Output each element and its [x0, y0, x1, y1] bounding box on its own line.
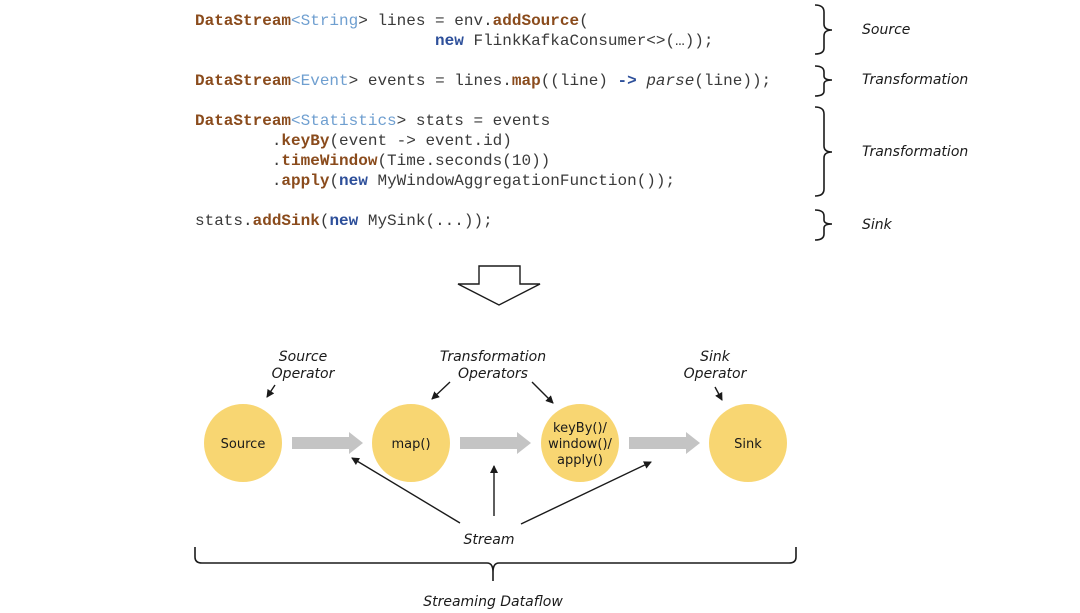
code-line-5: .keyBy(event -> event.id) [195, 132, 512, 150]
node-label-keyby: keyBy()/ [553, 421, 608, 436]
flow-arrows [292, 432, 700, 454]
annotation-source: Source [862, 22, 911, 38]
annotation-transformation-window: Transformation [862, 144, 969, 160]
brace-transformation-window [814, 106, 833, 197]
nodes: Source map() keyBy()/window()/apply() Sink [204, 404, 787, 482]
pointer-transformation-keyby [531, 381, 554, 404]
node-circle-keyby [541, 404, 619, 482]
brace-source [814, 4, 833, 55]
node-keyby: keyBy()/window()/apply() [541, 404, 619, 482]
brace-transformation-map [814, 65, 833, 97]
brace-streaming-dataflow [194, 547, 797, 581]
down-arrow-icon [457, 265, 541, 306]
node-label-source: Source [221, 437, 266, 452]
node-map: map() [372, 404, 450, 482]
stream-arrow-right [520, 461, 652, 525]
node-label-sink: Sink [734, 437, 762, 452]
annotation-transformation-map: Transformation [862, 72, 969, 88]
label-transformation-operators: Transformation Operators [439, 349, 547, 382]
node-circle-map [372, 404, 450, 482]
label-source-operator: Source Operator [271, 349, 335, 382]
braces [814, 4, 833, 241]
code-line-4: DataStream<Statistics> stats = events [195, 112, 551, 130]
node-label-keyby: apply() [557, 453, 603, 468]
label-streaming-dataflow: Streaming Dataflow [423, 594, 563, 610]
code-block: DataStream<String> lines = env.addSource… [195, 0, 771, 230]
node-label-keyby: window()/ [548, 437, 612, 452]
pointer-transformation-map [431, 381, 451, 400]
node-label-map: map() [391, 437, 430, 452]
node-circle-source [204, 404, 282, 482]
code-line-1: DataStream<String> lines = env.addSource… [195, 12, 589, 30]
code-line-2: new FlinkKafkaConsumer<>(…)); [435, 32, 714, 50]
node-source: Source [204, 404, 282, 482]
pointer-sink-operator [714, 386, 723, 401]
code-line-8: stats.addSink(new MySink(...)); [195, 212, 493, 230]
pointer-arrows [266, 381, 723, 525]
flow-arrow-map-keyby [460, 432, 531, 454]
code-line-3: DataStream<Event> events = lines.map((li… [195, 72, 772, 90]
code-line-7: .apply(new MyWindowAggregationFunction()… [195, 172, 676, 190]
node-sink: Sink [709, 404, 787, 482]
brace-sink [814, 209, 833, 241]
flow-arrow-source-map [292, 432, 363, 454]
label-sink-operator: Sink Operator [683, 349, 747, 382]
label-stream: Stream [463, 532, 515, 548]
pointer-source-operator [266, 384, 276, 398]
annotation-sink: Sink [862, 217, 892, 233]
flow-arrow-keyby-sink [629, 432, 700, 454]
node-circle-sink [709, 404, 787, 482]
code-line-6: .timeWindow(Time.seconds(10)) [195, 152, 551, 170]
stream-arrow-left [351, 457, 461, 524]
